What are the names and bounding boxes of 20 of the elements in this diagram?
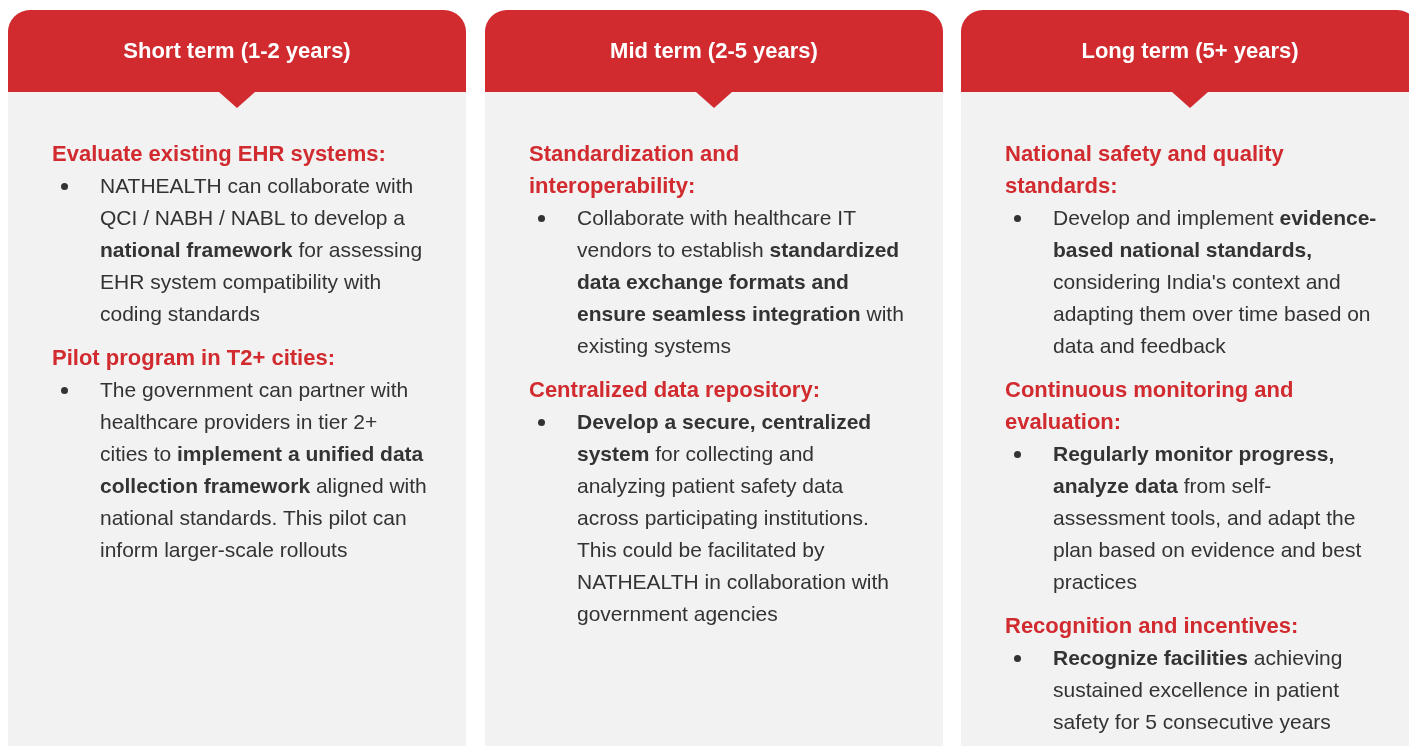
section-heading: Standardization and interoperability: — [529, 140, 741, 200]
roadmap-card — [961, 10, 1409, 746]
bullet-text: Recognize facilities achieving sustained excellence in patient safety for 5 consecutive years — [1053, 645, 1344, 735]
card-header: Short term (1-2 years) — [8, 10, 466, 92]
roadmap-card — [8, 10, 466, 746]
bullet-text: Develop and implement evidence-based national standards, considering India's context and adapting them over time based on data and feedback — [1053, 205, 1378, 359]
card-header: Long term (5+ years) — [961, 10, 1409, 92]
section-heading: National safety and quality standards: — [1005, 140, 1285, 200]
roadmap-card — [485, 10, 943, 746]
card-header: Mid term (2-5 years) — [485, 10, 943, 92]
section-heading: Recognition and incentives: — [1005, 612, 1300, 640]
section-heading: Continuous monitoring and evaluation: — [1005, 376, 1295, 436]
bullet-text: The government can partner with healthcare providers in tier 2+ cities to implement a unified data collection framework aligned with national standards. This pilot can inform larger-scale rollouts — [100, 377, 428, 563]
bullet-text: NATHEALTH can collaborate with QCI / NABH / NABL to develop a national framework for assessing EHR system compatibility with coding standards — [100, 173, 424, 327]
bullet-text: Regularly monitor progress, analyze data from self-assessment tools, and adapt the plan based on evidence and best practices — [1053, 441, 1363, 595]
bullet-text: Develop a secure, centralized system for collecting and analyzing patient safety data across participating institutions. This could be facilitated by NATHEALTH in collaboration with government agencies — [577, 409, 890, 627]
section-heading: Evaluate existing EHR systems: — [52, 140, 387, 168]
section-heading: Centralized data repository: — [529, 376, 821, 404]
section-heading: Pilot program in T2+ cities: — [52, 344, 336, 372]
bullet-text: Collaborate with healthcare IT vendors to establish standardized data exchange formats and ensure seamless integration with existing systems — [577, 205, 905, 359]
